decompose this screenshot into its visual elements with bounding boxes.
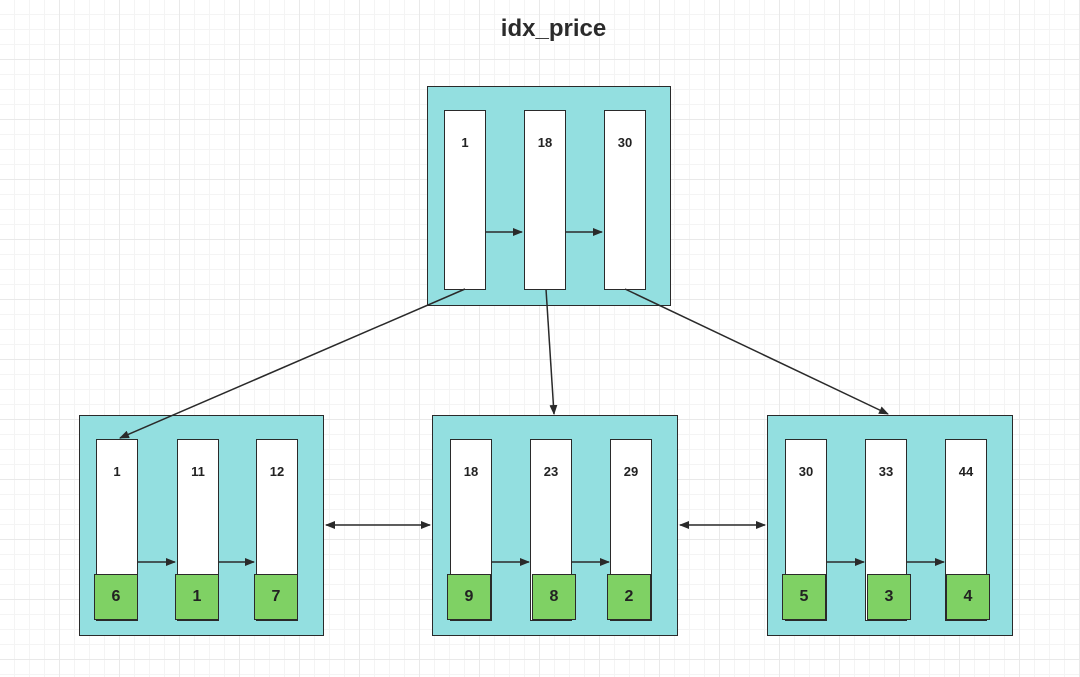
- primary-key-box: 7: [254, 574, 298, 620]
- primary-key-box: 4: [946, 574, 990, 620]
- child-pointer-arrow: [624, 288, 889, 415]
- primary-key-box: 2: [607, 574, 651, 620]
- leaf-key-label: 12: [269, 464, 285, 479]
- leaf-key-label: 44: [958, 464, 974, 479]
- root-key-label: 18: [537, 135, 553, 150]
- root-key-cell: 1: [444, 110, 486, 290]
- primary-key-box: 1: [175, 574, 219, 620]
- leaf-key-label: 29: [623, 464, 639, 479]
- primary-key-box: 6: [94, 574, 138, 620]
- leaf-key-label: 23: [543, 464, 559, 479]
- primary-key-box: 3: [867, 574, 911, 620]
- primary-key-box: 8: [532, 574, 576, 620]
- leaf-node-1: 1 11 12 6 1 7: [79, 415, 324, 636]
- leaf-node-2: 18 23 29 9 8 2: [432, 415, 678, 636]
- root-node: 1 18 30: [427, 86, 671, 306]
- root-key-label: 30: [617, 135, 633, 150]
- leaf-key-label: 33: [878, 464, 894, 479]
- leaf-key-label: 1: [113, 464, 121, 479]
- leaf-key-label: 18: [463, 464, 479, 479]
- primary-key-box: 5: [782, 574, 826, 620]
- leaf-key-label: 30: [798, 464, 814, 479]
- root-key-label: 1: [461, 135, 469, 150]
- leaf-key-label: 11: [191, 464, 205, 479]
- primary-key-box: 9: [447, 574, 491, 620]
- leaf-node-3: 30 33 44 5 3 4: [767, 415, 1013, 636]
- root-key-cell: 18: [524, 110, 566, 290]
- root-key-cell: 30: [604, 110, 646, 290]
- child-pointer-arrow: [545, 288, 558, 415]
- diagram-title: idx_price: [500, 15, 607, 42]
